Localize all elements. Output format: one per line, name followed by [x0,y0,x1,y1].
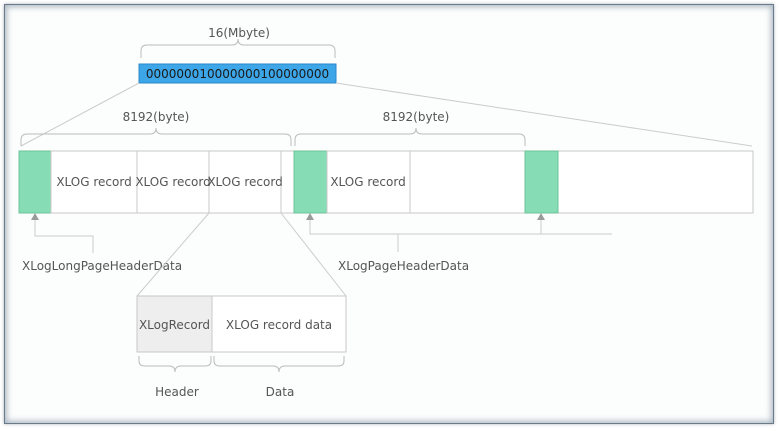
page1-record-3 [208,150,282,214]
page1-brace [20,127,292,146]
page3-header-arrow [537,213,545,220]
record-header-label: Header [155,385,199,399]
expand-line-left [20,82,140,147]
page1-record-1-label: XLOG record [56,175,131,189]
page2-record-1-label: XLOG record [330,175,405,189]
page1-header-label: XLogLongPageHeaderData [22,259,182,273]
segment-brace [140,38,336,58]
page3-header-block [524,150,559,214]
record-header-box-label: XLogRecord [139,318,210,332]
zoom-line-left [136,212,210,297]
page1-header-block [18,150,52,214]
record-data-brace [213,356,345,373]
page1-record-1 [50,150,138,214]
segment-size-label: 16(Mbyte) [208,26,270,40]
page-header-pointer-lines [309,220,612,235]
record-data-box-label: XLOG record data [226,318,332,332]
expand-line-right [335,82,753,147]
page1-record-3-label: XLOG record [207,175,282,189]
page2-record-1 [326,150,411,214]
record-data-box [211,295,347,353]
record-data-label: Data [266,385,295,399]
page1-header-pointer [34,220,94,253]
page1-header-arrow [31,213,39,220]
page2-size-label: 8192(byte) [383,110,450,124]
segment-file-name-box [138,63,337,84]
page2-header-block [293,150,328,214]
page1-record-2-label: XLOG record [135,175,210,189]
zoom-line-right [280,212,347,297]
page2-header-arrow [306,213,314,220]
page1-record-2 [136,150,210,214]
page2-header-label: XLogPageHeaderData [338,259,469,273]
diagram-frame [4,4,774,424]
page2-brace [294,127,526,146]
page1-size-label: 8192(byte) [123,110,190,124]
record-header-brace [138,356,212,373]
segment-file-name: 000000010000000100000000 [146,67,329,81]
